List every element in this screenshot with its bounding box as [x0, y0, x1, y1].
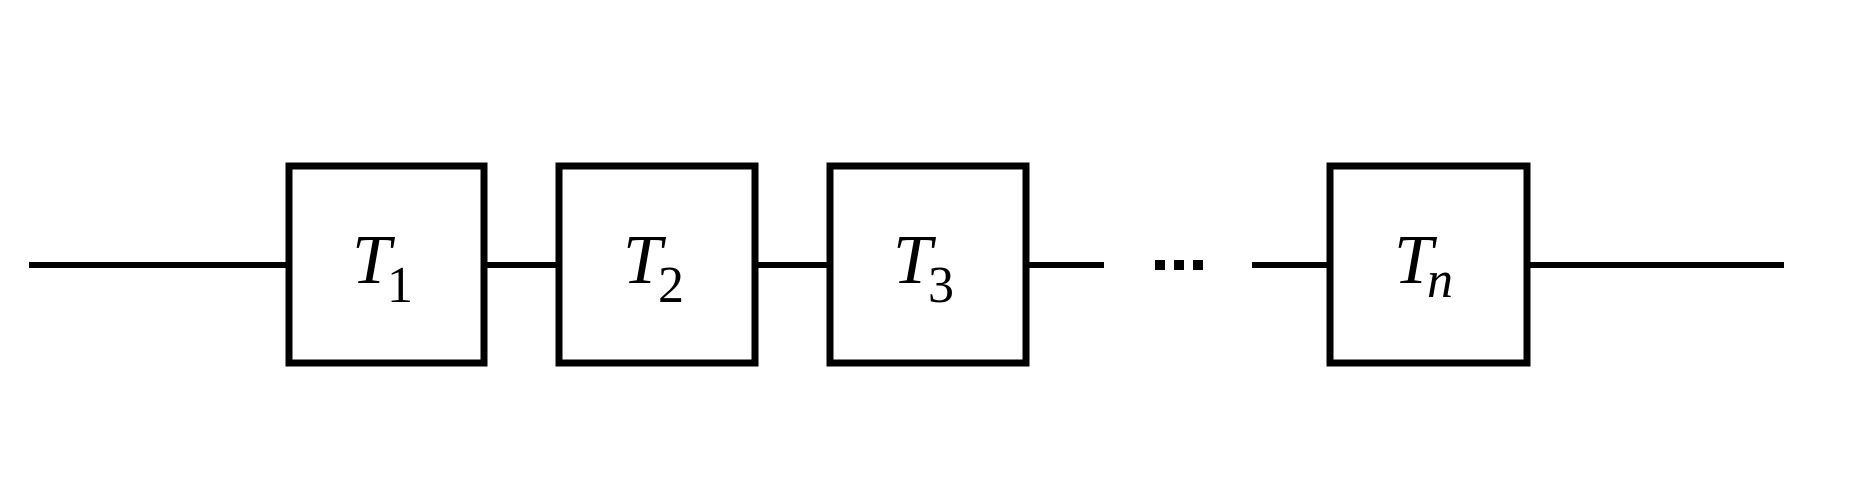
block-t1-box — [285, 162, 488, 367]
block-t1-label: T1 — [352, 222, 413, 314]
block-t1-letter: T — [352, 222, 396, 299]
block-t3-subscript: 3 — [928, 257, 954, 314]
block-t1: T1 — [285, 162, 488, 367]
ellipsis-dot — [1174, 260, 1184, 270]
block-t3-box — [826, 162, 1030, 367]
block-tn-letter: T — [1394, 222, 1438, 299]
block-t2: T2 — [555, 162, 759, 367]
block-tn-label: Tn — [1394, 222, 1453, 309]
block-t3-label: T3 — [893, 222, 954, 314]
ellipsis-dot — [1155, 260, 1165, 270]
block-tn: Tn — [1326, 162, 1531, 367]
ellipsis-dot — [1193, 260, 1203, 270]
block-t3-letter: T — [893, 222, 937, 299]
block-t2-subscript: 2 — [658, 257, 684, 314]
ellipsis-icon — [1155, 260, 1203, 270]
block-t1-subscript: 1 — [387, 257, 413, 314]
block-tn-subscript: n — [1427, 252, 1453, 309]
block-t2-box — [555, 162, 759, 367]
block-tn-box — [1326, 162, 1531, 367]
block-t3: T3 — [826, 162, 1030, 367]
block-t2-letter: T — [623, 222, 667, 299]
block-t2-label: T2 — [623, 222, 684, 314]
